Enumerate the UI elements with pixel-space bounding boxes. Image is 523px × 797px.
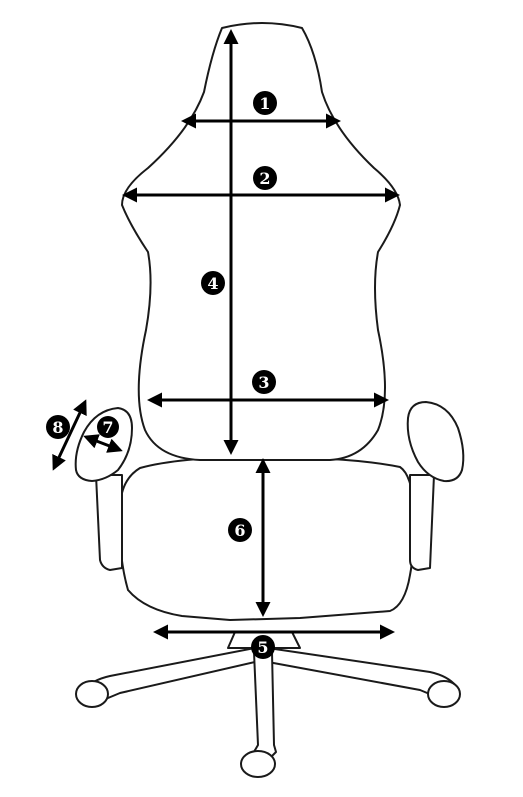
badge-1: 1 xyxy=(253,91,277,115)
base-leg-front xyxy=(249,651,277,763)
armrest-right xyxy=(406,401,465,571)
armrest-right-post xyxy=(409,474,435,571)
dimension-arrow-8 xyxy=(52,399,87,471)
chair-backrest xyxy=(121,22,401,461)
wheel-left xyxy=(75,680,109,708)
badge-6-label: 6 xyxy=(234,521,245,540)
badge-4: 4 xyxy=(201,271,225,295)
badge-8: 8 xyxy=(46,415,70,439)
wheel-right xyxy=(427,680,461,708)
badge-1-label: 1 xyxy=(259,94,270,113)
badge-5-label: 5 xyxy=(257,638,268,657)
badge-3-label: 3 xyxy=(258,373,269,392)
badge-2: 2 xyxy=(253,166,277,190)
wheel-front xyxy=(240,750,276,778)
armrest-left-post xyxy=(95,474,123,571)
badge-7: 7 xyxy=(97,416,119,438)
badge-8-label: 8 xyxy=(52,418,63,437)
badge-7-label: 7 xyxy=(102,418,113,437)
chair-seat xyxy=(118,456,415,621)
badge-2-label: 2 xyxy=(259,169,270,188)
badge-3: 3 xyxy=(252,370,276,394)
badge-6: 6 xyxy=(228,518,252,542)
badge-5: 5 xyxy=(251,635,275,659)
dimension-arrow-7 xyxy=(83,434,123,453)
badge-4-label: 4 xyxy=(207,274,218,293)
armrest-right-pad xyxy=(406,401,465,483)
chair-base xyxy=(75,631,461,778)
base-leg-left xyxy=(83,647,256,704)
